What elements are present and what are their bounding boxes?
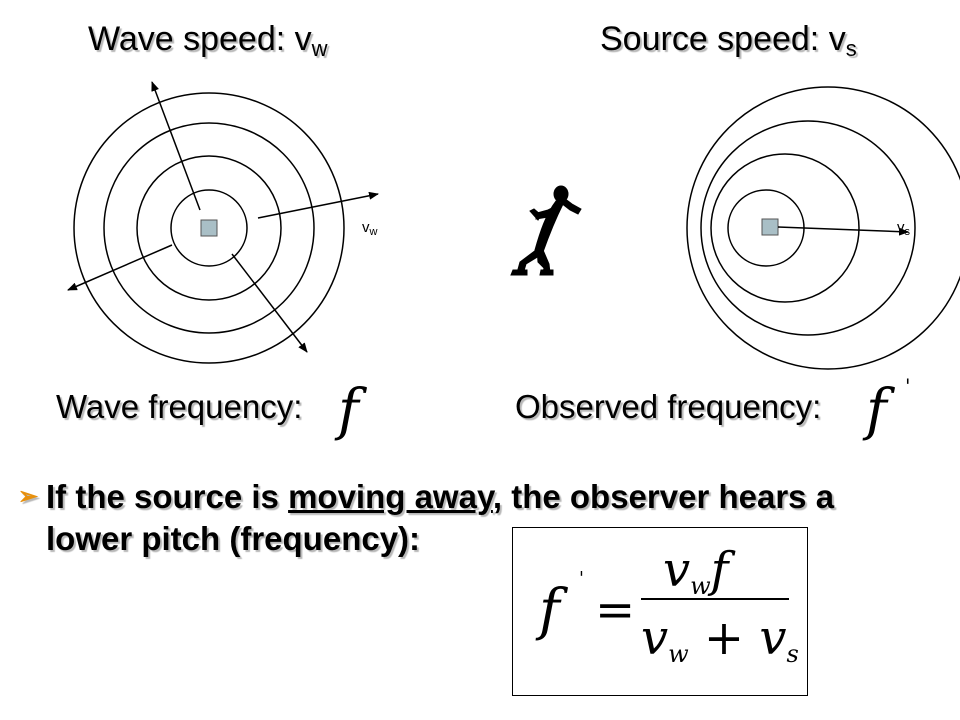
formula-denominator: vw + vs (641, 610, 799, 668)
wave-frequency-symbol: f (338, 378, 359, 443)
formula-lhs-prime: ' (579, 568, 584, 589)
bullet-arrow-icon: ➢ (18, 483, 39, 510)
observed-frequency-label: Observed frequency: (515, 388, 822, 425)
stationary-source (200, 219, 218, 237)
formula-lhs: f (539, 578, 560, 643)
source-speed-arrow (777, 226, 909, 236)
arrow-left (67, 244, 173, 291)
bullet-line-2: lower pitch (frequency): (46, 520, 421, 557)
stationary-wavefronts (73, 92, 345, 364)
wave-frequency-label: Wave frequency: (56, 388, 303, 425)
bullet-line-1: If the source is moving away, the observ… (46, 478, 835, 515)
observed-frequency-prime: ' (905, 374, 911, 398)
wavefront-1 (170, 189, 248, 267)
moving-wavefront-3 (700, 120, 916, 336)
source-speed-title: Source speed: vs (600, 20, 857, 61)
wave-speed-title: Wave speed: vw (88, 20, 328, 61)
vs-label: vs (897, 219, 911, 238)
formula-equals: = (595, 582, 636, 638)
wavefront-2 (136, 155, 282, 301)
arrow-right (257, 191, 379, 219)
fraction-bar (641, 598, 789, 600)
moving-wavefront-4 (686, 86, 960, 370)
observer-figure (510, 185, 582, 276)
vw-label: vw (362, 219, 378, 238)
arrow-down (231, 253, 308, 353)
moving-away-emphasis: moving away (288, 478, 493, 515)
wave-speed-arrows (67, 81, 379, 353)
moving-wavefronts (686, 86, 960, 370)
moving-wavefront-2 (710, 153, 860, 303)
arrow-up (151, 81, 201, 211)
moving-source (761, 218, 779, 236)
wavefront-3 (103, 122, 315, 334)
formula-numerator: vwf (663, 542, 729, 600)
doppler-formula: f ' = vwf vw + vs (512, 527, 808, 696)
observed-frequency-symbol: f (866, 378, 887, 443)
wavefront-4 (73, 92, 345, 364)
